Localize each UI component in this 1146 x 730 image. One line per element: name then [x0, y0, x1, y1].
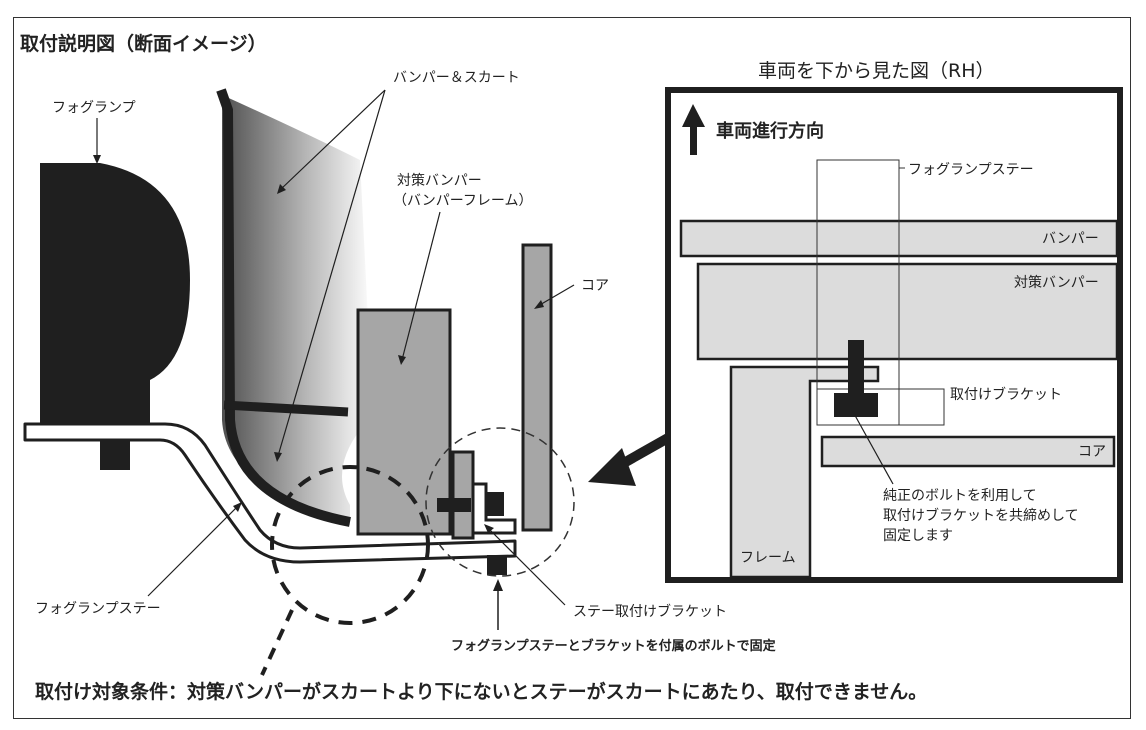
direction-label: 車両進行方向	[716, 120, 824, 142]
rv-label-frame: フレーム	[740, 550, 796, 566]
detail-circle-small	[425, 427, 575, 577]
leader-counter-bumper	[401, 211, 441, 361]
stay-bracket-shape	[471, 482, 517, 535]
detail-circle-large	[270, 465, 430, 625]
rv-note-line-3: 固定します	[883, 528, 953, 544]
rv-note-line-2: 取付けブラケットを共締めして	[883, 507, 1079, 524]
arrowhead-counter-bumper	[398, 355, 406, 365]
rv-note-line-1: 純正のボルトを利用して	[883, 488, 1037, 504]
rv-label-counter-bumper: 対策バンパー	[1014, 274, 1099, 291]
bumper-skirt-body	[222, 95, 374, 525]
rv-label-core: コア	[1078, 444, 1106, 460]
label-fog-lamp: フォグランプ	[52, 100, 136, 116]
bracket-column	[451, 450, 475, 540]
core-block	[521, 243, 553, 532]
arrowhead-fog-stay	[233, 502, 242, 512]
arrowhead-core	[534, 300, 544, 309]
arrowhead-skirt-b	[274, 452, 282, 462]
label-counter-bumper-2: （バンパーフレーム）	[393, 193, 532, 209]
diagram-title: 取付説明図（断面イメージ）	[20, 32, 267, 55]
label-fog-stay: フォグランプステー	[35, 601, 161, 617]
arrowhead-fix-note	[493, 579, 503, 591]
label-stay-bracket: ステー取付けブラケット	[573, 603, 727, 620]
label-core: コア	[581, 278, 609, 294]
bolt-horizontal	[437, 498, 471, 512]
bolt-lower	[487, 555, 507, 575]
label-counter-bumper-1: 対策バンパー	[397, 172, 482, 189]
leader-rv-bolt-note	[851, 409, 894, 485]
arrowhead-fog-lamp	[93, 155, 101, 164]
leader-core	[537, 284, 575, 307]
rv-frame-shape	[729, 365, 880, 579]
rv-bracket-outline	[816, 388, 945, 426]
rv-core-bar	[820, 435, 1116, 468]
bolt-upper	[486, 492, 504, 516]
right-panel-title: 車両を下から見た図（RH）	[758, 60, 995, 82]
leader-skirt-a	[279, 89, 386, 191]
rv-label-bumper: バンパー	[1042, 231, 1099, 247]
rv-label-fog-stay: フォグランプステー	[908, 162, 1034, 178]
label-bumper-skirt: バンパー＆スカート	[393, 70, 520, 86]
rv-bolt-shank	[848, 340, 864, 395]
leader-fog-stay	[147, 505, 239, 597]
bumper-skirt-outline	[216, 88, 351, 527]
label-fix-note: フォグランプステーとブラケットを付属のボルトで固定	[451, 638, 776, 654]
diagram-frame	[13, 17, 1131, 719]
condition-text: 取付け対象条件：対策バンパーがスカートより下にないとステーがスカートにあたり、取…	[35, 680, 927, 703]
arrowhead-stay-bracket	[484, 524, 494, 533]
direction-arrow-shaft	[690, 125, 697, 155]
direction-arrow-icon	[682, 104, 705, 127]
rv-label-bracket: 取付けブラケット	[950, 386, 1062, 403]
skirt-rib	[223, 400, 349, 417]
detail-pointer	[260, 609, 294, 676]
arrowhead-skirt-a	[277, 184, 286, 194]
fog-lamp-body	[40, 163, 190, 425]
fog-lamp-stay	[23, 422, 517, 564]
leader-skirt-b	[277, 89, 386, 457]
callout-arrowhead	[588, 448, 636, 486]
leader-stay-bracket	[487, 527, 566, 606]
counter-bumper-block	[356, 308, 452, 536]
rv-counter-bumper-bar	[696, 262, 1119, 361]
rv-bolt-head	[834, 393, 878, 417]
